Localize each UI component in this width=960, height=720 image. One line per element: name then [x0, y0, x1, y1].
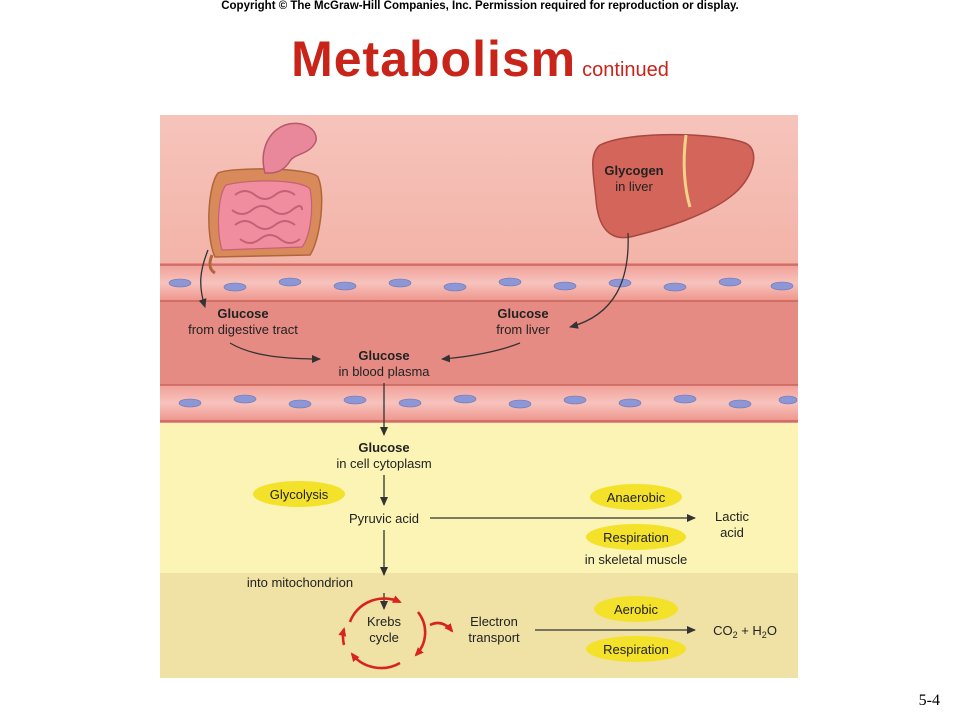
- glucose-liver-title: Glucose: [497, 306, 548, 321]
- acid-label: acid: [720, 525, 744, 540]
- glucose-digestive-title: Glucose: [217, 306, 268, 321]
- skeletal-muscle-label: in skeletal muscle: [585, 552, 688, 567]
- krebs-cycle-arrows: [338, 595, 454, 670]
- aerobic-label: Aerobic: [614, 602, 659, 617]
- respiration-1-highlight: [586, 524, 686, 550]
- electron-label: Electron: [470, 614, 518, 629]
- transport-label: transport: [468, 630, 520, 645]
- into-mitochondrion-label: into mitochondrion: [247, 575, 353, 590]
- anaerobic-label: Anaerobic: [607, 490, 666, 505]
- flow-arrows: [198, 232, 696, 634]
- upper-vessel-wall: [160, 264, 798, 302]
- mitochondrion-area: [160, 573, 798, 678]
- respiration-1-label: Respiration: [603, 530, 669, 545]
- in-liver-label: in liver: [615, 179, 653, 194]
- aerobic-highlight: [594, 596, 678, 622]
- metabolism-diagram: Glycogen in liver Glucose from digestive…: [160, 115, 798, 678]
- liver-illustration: [592, 133, 755, 239]
- cycle-label: cycle: [369, 630, 399, 645]
- glucose-plasma-title: Glucose: [358, 348, 409, 363]
- title-main: Metabolism: [291, 31, 577, 87]
- lactic-label: Lactic: [715, 509, 749, 524]
- glycogen-label: Glycogen: [604, 163, 663, 178]
- krebs-label: Krebs: [367, 614, 401, 629]
- title-sub: continued: [582, 59, 669, 81]
- glycolysis-label: Glycolysis: [270, 487, 329, 502]
- glucose-liver-sub: from liver: [496, 322, 550, 337]
- copyright-notice: Copyright © The McGraw-Hill Companies, I…: [221, 0, 739, 12]
- slide-number: 5-4: [918, 692, 940, 709]
- glucose-cytoplasm-sub: in cell cytoplasm: [336, 456, 431, 471]
- glucose-plasma-sub: in blood plasma: [338, 364, 430, 379]
- digestive-tract-illustration: [208, 122, 323, 275]
- lower-vessel-wall: [160, 384, 798, 422]
- products-label: CO2 + H2O: [713, 623, 777, 640]
- anaerobic-highlight: [590, 484, 682, 510]
- pyruvic-acid-label: Pyruvic acid: [349, 511, 419, 526]
- glucose-cytoplasm-title: Glucose: [358, 440, 409, 455]
- glucose-digestive-sub: from digestive tract: [188, 322, 298, 337]
- respiration-2-highlight: [586, 636, 686, 662]
- respiration-2-label: Respiration: [603, 642, 669, 657]
- glycolysis-highlight: [253, 481, 345, 507]
